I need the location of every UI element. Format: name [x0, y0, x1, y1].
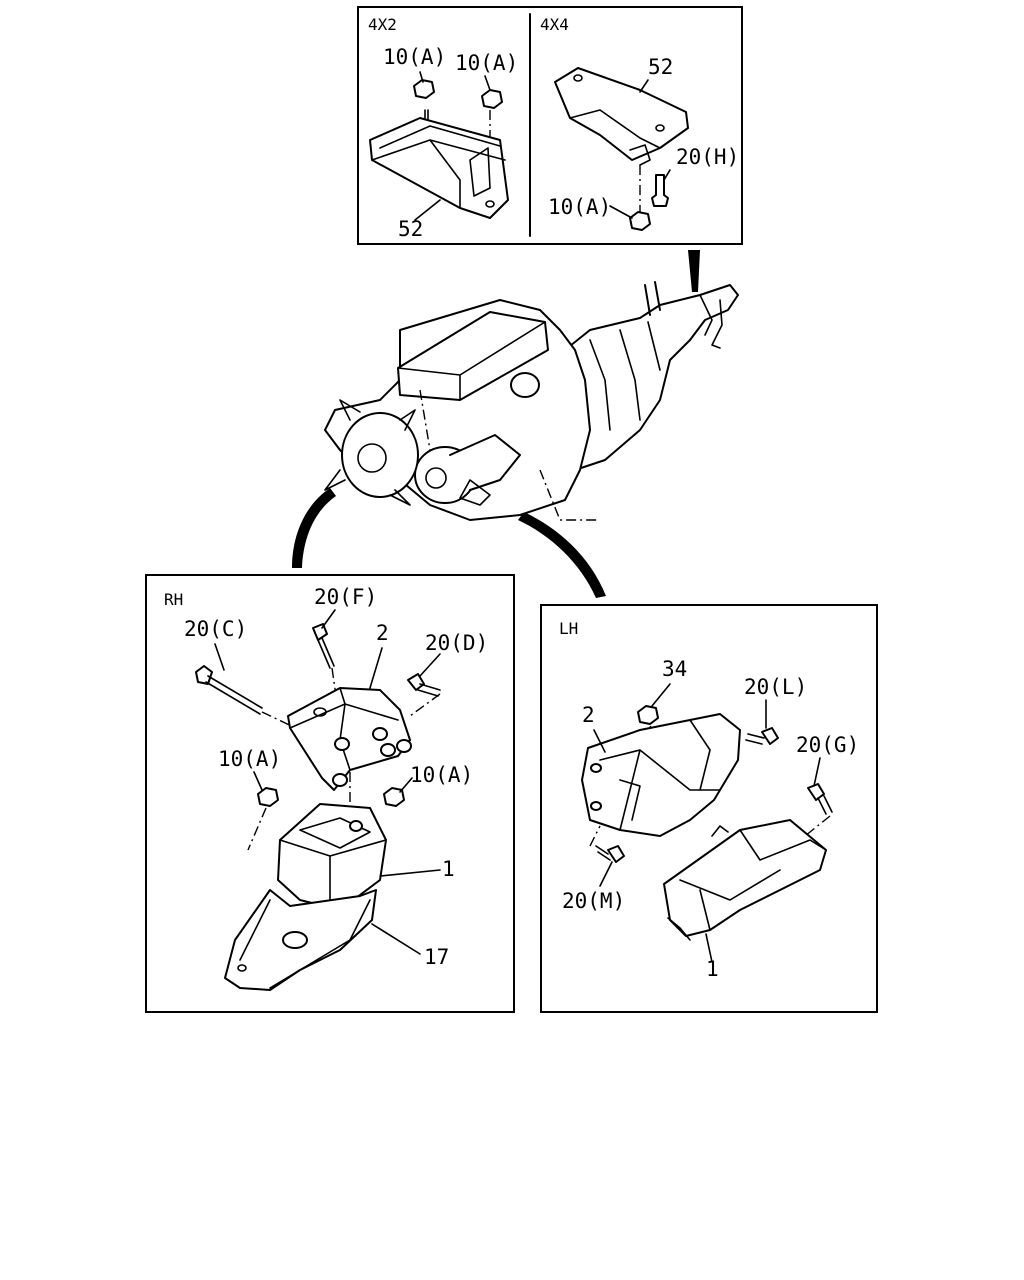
- label-10a-4x4: 10(A): [548, 195, 611, 219]
- label-10a-rh-left: 10(A): [218, 747, 281, 771]
- bolt-20l: [761, 727, 779, 745]
- rh-panel: RH 20(F) 20(C) 2 20(D) 10(A) 10(A) 1 17: [145, 574, 515, 1013]
- label-1-lh: 1: [706, 957, 719, 981]
- label-20l: 20(L): [744, 675, 807, 699]
- panel-4x4-header: 4X4: [540, 15, 569, 34]
- label-20d: 20(D): [425, 631, 488, 655]
- nut-10a-rh-right: [383, 787, 405, 807]
- nut-10a-right: [481, 89, 503, 109]
- bolt-20d: [407, 673, 425, 691]
- panel-4x4: 4X4 52 20(H) 10(A): [540, 15, 739, 231]
- nut-34: [637, 705, 659, 725]
- label-2-rh: 2: [376, 621, 389, 645]
- lh-panel-header: LH: [559, 619, 578, 638]
- label-20m: 20(M): [562, 889, 625, 913]
- arrow-to-top-panel: [688, 250, 700, 292]
- label-34: 34: [662, 657, 687, 681]
- label-1-rh: 1: [442, 857, 455, 881]
- label-20h: 20(H): [676, 145, 739, 169]
- lh-panel: LH 34 20(L) 2 20(G) 20(M) 1: [540, 604, 878, 1013]
- arrow-to-lh-panel: [518, 512, 606, 598]
- bracket-52-4x4: [554, 67, 689, 161]
- label-52: 52: [398, 217, 423, 241]
- arrow-to-rh-panel: [292, 488, 336, 568]
- label-2-lh: 2: [582, 703, 595, 727]
- rh-panel-header: RH: [164, 590, 183, 609]
- nut-10a-4x4: [629, 211, 651, 231]
- bolt-20f: [312, 623, 328, 641]
- bolt-20m: [607, 845, 625, 863]
- nut-10a-rh-left: [257, 787, 279, 807]
- label-52-4x4: 52: [648, 55, 673, 79]
- top-panel: 4X2 10(A) 10(A) 52 4X4 52 20(H) 10(A): [357, 6, 743, 245]
- label-10a-rh-right: 10(A): [410, 763, 473, 787]
- engine-transmission-assembly: [292, 250, 739, 598]
- panel-4x2-header: 4X2: [368, 15, 397, 34]
- bolt-20h: [651, 174, 669, 207]
- label-17: 17: [424, 945, 449, 969]
- bracket-2-rh: [287, 687, 411, 791]
- nut-10a-left: [413, 79, 435, 99]
- label-10a-right: 10(A): [455, 51, 518, 75]
- label-10a-left: 10(A): [383, 45, 446, 69]
- label-20g: 20(G): [796, 733, 859, 757]
- label-20f: 20(F): [314, 585, 377, 609]
- label-20c: 20(C): [184, 617, 247, 641]
- panel-4x2: 4X2 10(A) 10(A) 52: [368, 15, 518, 241]
